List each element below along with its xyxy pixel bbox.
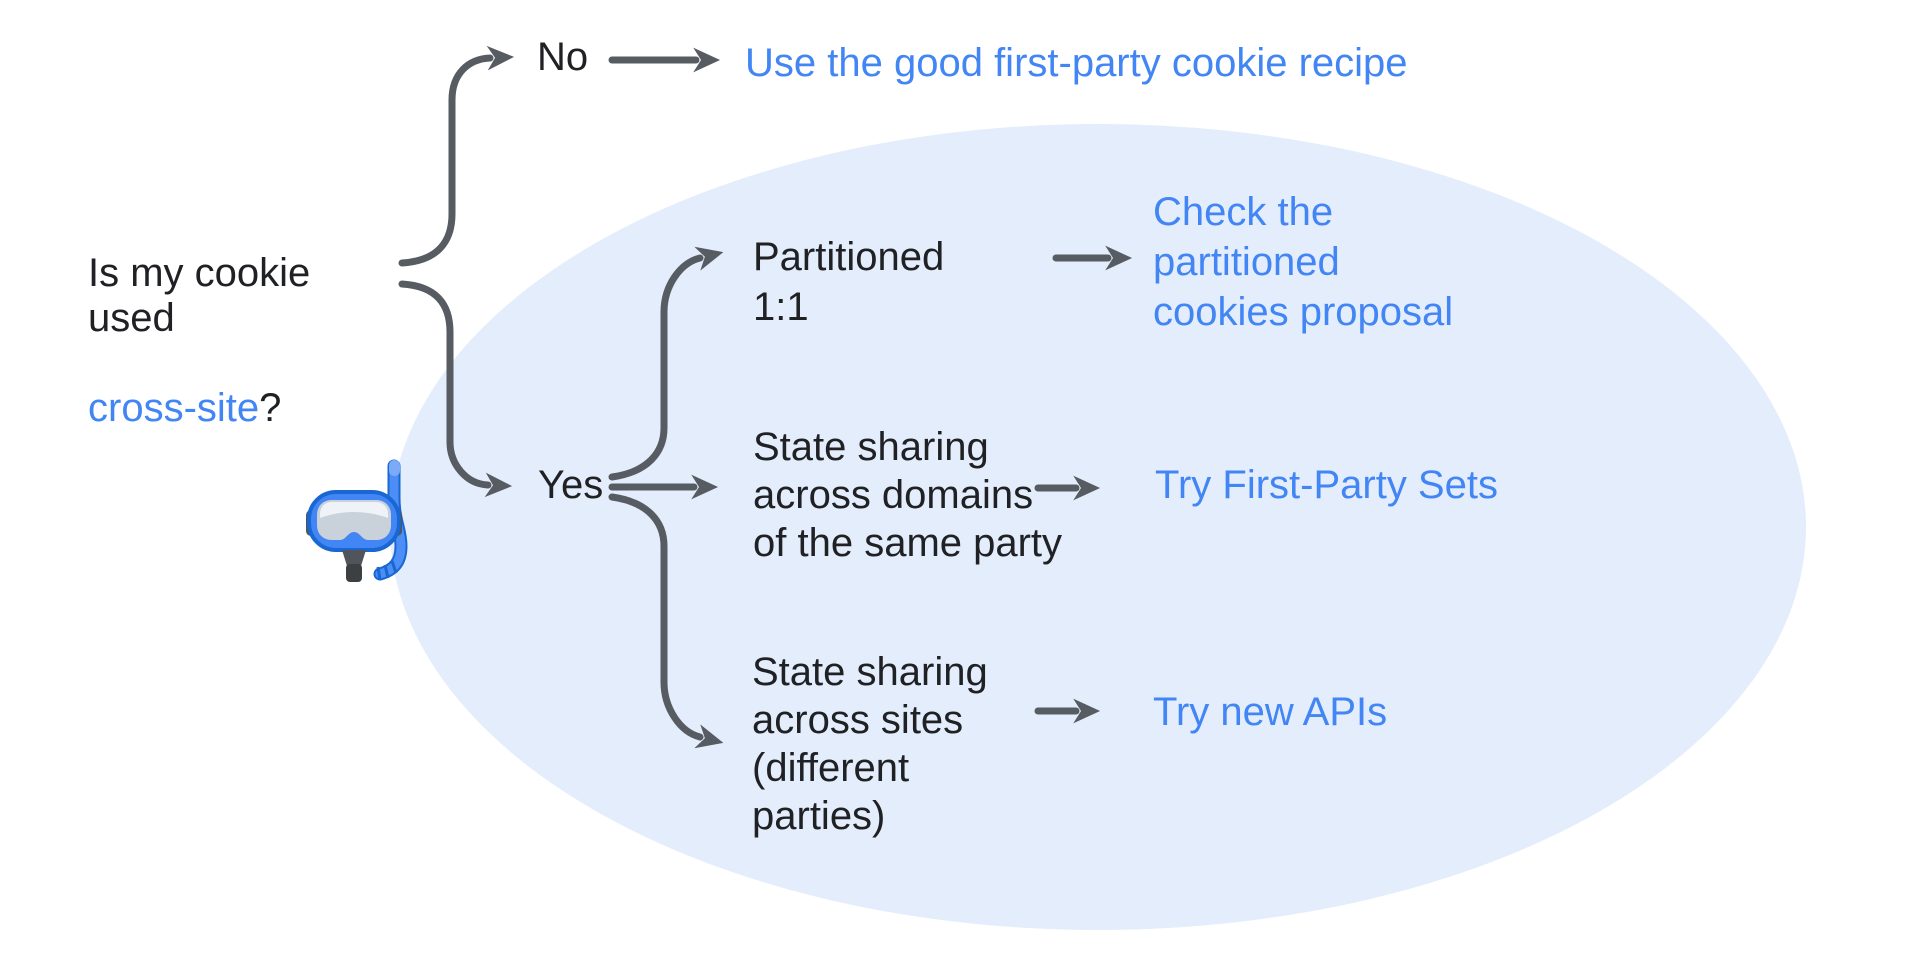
yes-branch-label: Yes [538,463,604,507]
case-state-sites-label: State sharing across sites (different pa… [752,650,988,838]
root-question: Is my cookie used cross-site? [88,206,310,431]
yes-branch-ellipse [390,124,1806,930]
no-branch-label: No [537,35,589,79]
case-state-domains-label: State sharing across domains of the same… [753,425,1063,565]
root-question-mark: ? [259,386,282,430]
new-apis-link[interactable]: Try new APIs [1153,690,1388,734]
arrow-root-to-no [398,45,515,267]
root-question-text: Is my cookie used [88,251,311,340]
cross-site-link[interactable]: cross-site [88,386,260,430]
first-party-sets-link[interactable]: Try First-Party Sets [1155,463,1498,507]
first-party-recipe-link[interactable]: Use the good first-party cookie recipe [745,41,1408,85]
case-partitioned-label: Partitioned 1:1 [753,235,945,329]
partitioned-cookies-proposal-link[interactable]: Check the partitioned cookies proposal [1153,190,1454,334]
diving-mask-emoji [306,459,408,582]
